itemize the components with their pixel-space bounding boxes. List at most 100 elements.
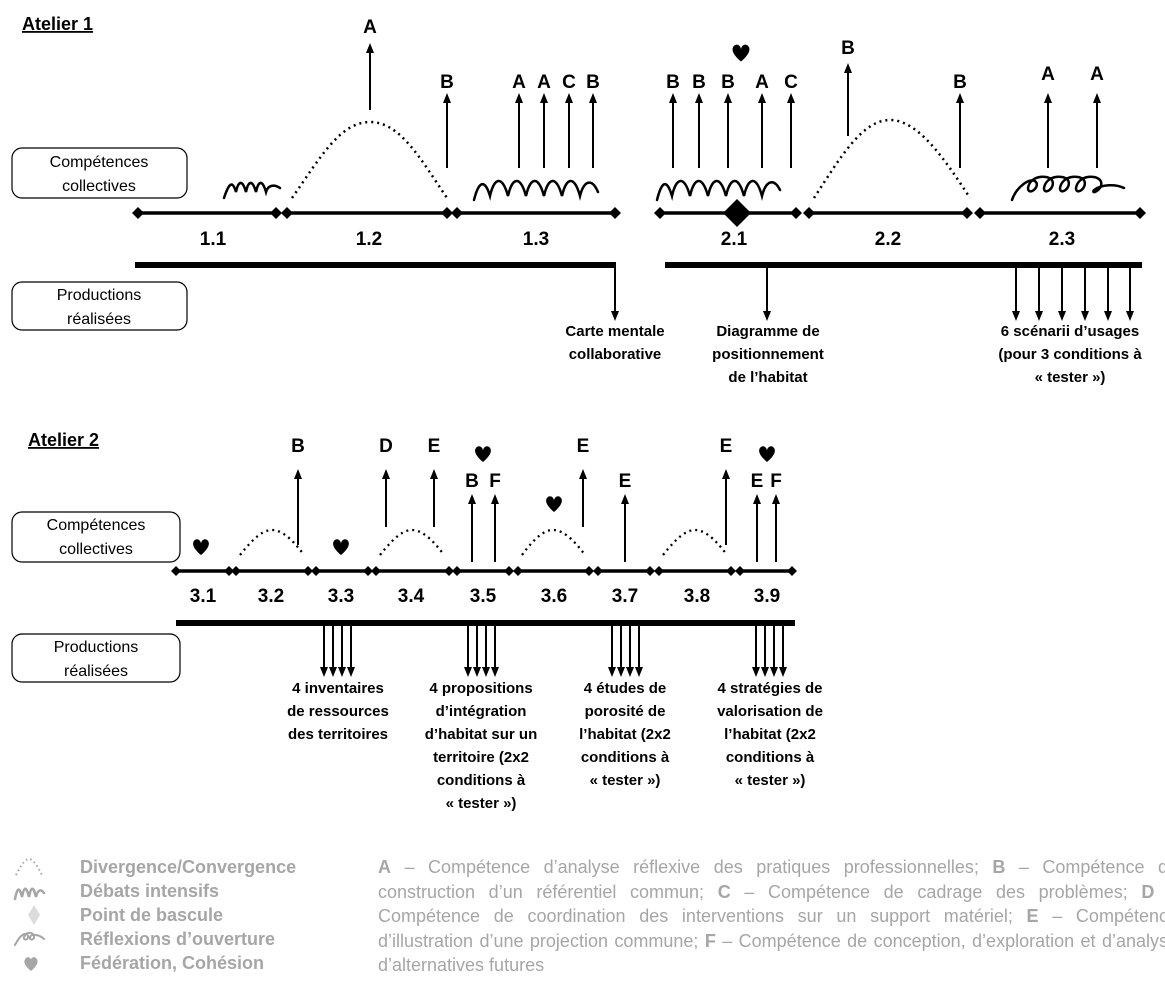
production-text: l’habitat (2x2 <box>724 726 816 743</box>
phase-label: 3.6 <box>541 586 567 607</box>
production-text: l’habitat (2x2 <box>579 726 671 743</box>
competence-letter: F <box>489 471 501 492</box>
federation-cohesion-icon <box>333 539 349 555</box>
svg-text:réalisées: réalisées <box>64 663 128 680</box>
competence-letter: F <box>704 930 716 951</box>
phase-label: 3.2 <box>258 586 284 607</box>
legend: Divergence/Convergence Débats intensifs … <box>12 855 352 975</box>
production-text: conditions à <box>581 749 670 766</box>
phase-label: 2.3 <box>1049 229 1075 250</box>
production-text: des territoires <box>288 726 388 743</box>
competence-letter: E <box>751 471 764 492</box>
competence-letter: D <box>1141 881 1155 902</box>
production-text: 4 propositions <box>429 680 532 697</box>
debats-intensifs-icon <box>472 179 600 202</box>
production-text: 4 études de <box>584 680 667 697</box>
competence-definitions: A – Compétence d’analyse réflexive des p… <box>378 855 1165 993</box>
svg-text:Productions: Productions <box>57 287 142 304</box>
phase-label: 1.1 <box>200 229 227 250</box>
production-text: 6 scénarii d’usages <box>1001 323 1139 340</box>
atelier1-production-arrows <box>611 262 1134 321</box>
competence-letter: A <box>1090 64 1104 85</box>
atelier2-title: Atelier 2 <box>28 430 99 450</box>
production-text: Diagramme de <box>716 323 819 340</box>
divergence-convergence-icon <box>662 528 728 556</box>
divergence-convergence-icon <box>290 120 449 199</box>
federation-cohesion-icon <box>193 539 209 555</box>
atelier2-competences-label: Compétences collectives <box>11 511 181 563</box>
competence-letter: B <box>721 72 735 93</box>
phase-label: 3.7 <box>612 586 638 607</box>
competence-letter: B <box>953 72 967 93</box>
phase-label: 1.2 <box>356 229 382 250</box>
competence-letter: E <box>720 436 733 457</box>
divergence-convergence-icon <box>15 857 43 876</box>
competence-letter: F <box>770 471 782 492</box>
production-text: de ressources <box>287 703 389 720</box>
production-text: conditions à <box>726 749 815 766</box>
legend-label: Réflexions d’ouverture <box>80 929 276 949</box>
competence-letter: B <box>465 471 479 492</box>
federation-cohesion-icon <box>546 496 562 512</box>
divergence-convergence-icon <box>239 528 305 556</box>
atelier2-productions-label: Productions réalisées <box>11 633 181 683</box>
debats-intensifs-icon <box>655 179 782 202</box>
svg-text:Compétences: Compétences <box>47 517 146 534</box>
phase-label: 1.3 <box>523 229 549 250</box>
competence-letter: C <box>784 72 798 93</box>
competence-definition: – Compétence de conception, d’exploratio… <box>378 930 1165 976</box>
competence-definition: – Compétence d’illustration d’une projec… <box>378 906 1165 951</box>
production-text: positionnement <box>712 346 824 363</box>
competence-letter: E <box>619 471 632 492</box>
production-text: conditions à <box>437 772 526 789</box>
competence-letter: A <box>378 857 391 877</box>
competence-letter: D <box>379 436 393 457</box>
legend-item: Point de bascule <box>12 903 352 927</box>
phase-label: 3.4 <box>398 586 425 607</box>
competence-letter: A <box>512 72 526 93</box>
legend-item: Débats intensifs <box>12 879 352 903</box>
competence-letter: A <box>363 17 377 38</box>
production-text: de l’habitat <box>728 369 807 386</box>
legend-label: Point de bascule <box>80 905 224 925</box>
svg-text:Productions: Productions <box>54 639 139 656</box>
competence-letter: E <box>577 436 590 457</box>
competence-letter: B <box>586 72 600 93</box>
legend-label: Débats intensifs <box>80 881 220 901</box>
svg-text:Compétences: Compétences <box>50 154 149 171</box>
competence-letter: B <box>666 72 680 93</box>
production-text: « tester ») <box>446 795 517 812</box>
phase-label: 3.3 <box>328 586 354 607</box>
atelier2-timeline-nodes <box>171 566 797 576</box>
atelier1-competences-label: Compétences collectives <box>11 147 188 199</box>
phase-label: 3.8 <box>684 586 710 607</box>
competence-letter: A <box>755 72 769 93</box>
svg-text:collectives: collectives <box>62 178 136 195</box>
atelier1-title: Atelier 1 <box>22 14 93 34</box>
atelier2-production-arrows <box>320 620 787 677</box>
production-text: d’habitat sur un <box>425 726 538 743</box>
production-text: 4 inventaires <box>292 680 384 697</box>
phase-label: 2.2 <box>875 229 901 250</box>
production-text: « tester ») <box>590 772 661 789</box>
competence-definitions-text: A – Compétence d’analyse réflexive des p… <box>378 855 1165 978</box>
competence-letter: B <box>291 436 305 457</box>
production-text: 4 stratégies de <box>717 680 822 697</box>
federation-cohesion-icon <box>24 957 38 971</box>
phase-label: 2.1 <box>721 229 748 250</box>
atelier1-productions-label: Productions réalisées <box>11 281 188 331</box>
atelier1-competence-arrows <box>366 43 1101 168</box>
svg-text:collectives: collectives <box>59 541 133 558</box>
competence-letter: B <box>841 38 855 59</box>
reflexions-ouverture-icon <box>14 931 45 946</box>
competence-letter: E <box>1026 906 1039 926</box>
competence-letter: E <box>428 436 441 457</box>
legend-item: Fédération, Cohésion <box>12 951 352 975</box>
competence-definition: – Compétence de construction d’un référe… <box>378 857 1165 902</box>
phase-label: 3.1 <box>190 586 217 607</box>
phase-label: 3.5 <box>470 586 497 607</box>
competence-definition: – Compétence de coordination des interve… <box>378 906 1013 926</box>
competence-letter: B <box>440 72 454 93</box>
competence-letter: A <box>1041 64 1055 85</box>
production-text: (pour 3 conditions à <box>998 346 1142 363</box>
